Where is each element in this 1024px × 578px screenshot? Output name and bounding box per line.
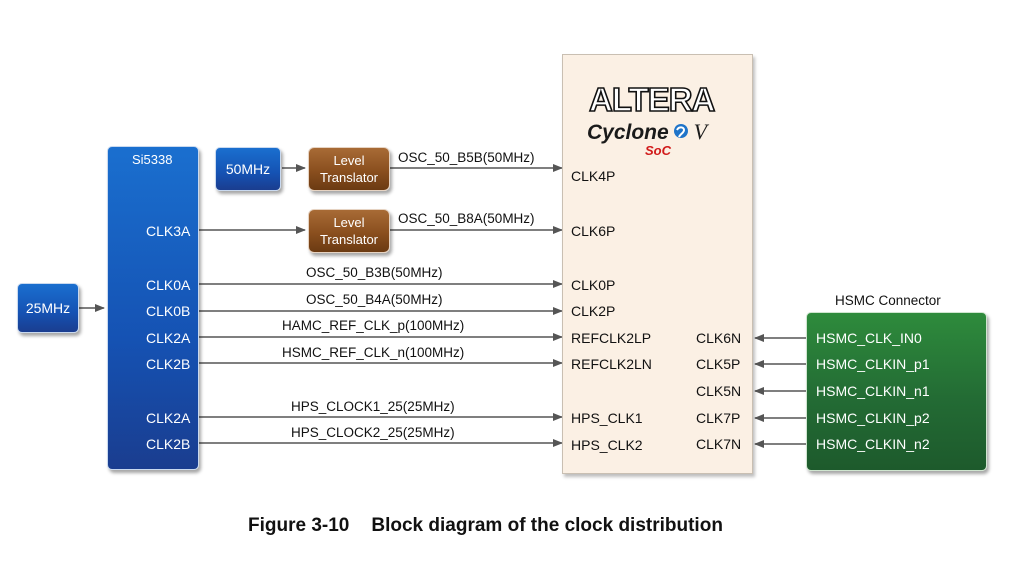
- fpga-pin: CLK6N: [696, 330, 742, 346]
- fpga-pin: REFCLK2LN: [571, 356, 652, 372]
- osc-25mhz-box: 25MHz: [17, 283, 79, 333]
- level-translator-1-line2: Translator: [319, 170, 379, 185]
- si5338-output: CLK2A: [146, 410, 191, 426]
- fpga-pin: CLK5P: [696, 356, 741, 372]
- fpga-pin: REFCLK2LP: [571, 330, 652, 346]
- hsmc-pin: HSMC_CLKIN_p2: [816, 410, 930, 426]
- altera-logo-text: ALTERA: [588, 80, 716, 119]
- soc-logo-text: SoC: [645, 143, 671, 158]
- cyclone-logo: Cyclone V: [587, 119, 737, 145]
- hsmc-pin: HSMC_CLK_IN0: [816, 330, 922, 346]
- level-translator-1: Level Translator: [308, 147, 390, 191]
- si5338-output: CLK3A: [146, 223, 191, 239]
- figure-number: Figure 3-10: [248, 515, 350, 536]
- signal-label: OSC_50_B8A(50MHz): [398, 211, 535, 226]
- fpga-pin: HPS_CLK2: [571, 437, 643, 453]
- si5338-output: CLK0A: [146, 277, 191, 293]
- fpga-block: ALTERA Cyclone V SoC CLK4P CLK6P CLK0P C…: [562, 54, 753, 474]
- signal-label: OSC_50_B3B(50MHz): [306, 265, 443, 280]
- osc-50mhz-label: 50MHz: [225, 161, 271, 177]
- cyclone-swirl-icon: [674, 124, 689, 138]
- figure-title: Block diagram of the clock distribution: [371, 515, 723, 536]
- fpga-pin: CLK4P: [571, 168, 616, 184]
- hsmc-pin: HSMC_CLKIN_n1: [816, 383, 930, 399]
- level-translator-2-line1: Level: [333, 215, 365, 230]
- si5338-output: CLK2B: [146, 356, 191, 372]
- osc-25mhz-label: 25MHz: [25, 300, 71, 316]
- si5338-box: Si5338 CLK3A CLK0A CLK0B CLK2A CLK2B CLK…: [107, 146, 199, 470]
- hsmc-pin: HSMC_CLKIN_p1: [816, 356, 930, 372]
- signal-label: OSC_50_B4A(50MHz): [306, 292, 443, 307]
- signal-label: HPS_CLOCK1_25(25MHz): [291, 399, 455, 414]
- fpga-pin: CLK6P: [571, 223, 616, 239]
- cyclone-logo-text: Cyclone: [587, 121, 669, 144]
- fpga-pin: CLK7N: [696, 436, 742, 452]
- fpga-pin: HPS_CLK1: [571, 410, 643, 426]
- signal-label: HPS_CLOCK2_25(25MHz): [291, 425, 455, 440]
- fpga-pin: CLK0P: [571, 277, 616, 293]
- hsmc-title: HSMC Connector: [835, 293, 941, 308]
- signal-label: HSMC_REF_CLK_n(100MHz): [282, 345, 465, 360]
- level-translator-2: Level Translator: [308, 209, 390, 253]
- fpga-pin: CLK7P: [696, 410, 741, 426]
- altera-logo: ALTERA: [588, 80, 729, 119]
- level-translator-2-line2: Translator: [319, 232, 379, 247]
- figure-caption: Figure 3-10 Block diagram of the clock di…: [248, 515, 723, 537]
- si5338-output: CLK2A: [146, 330, 191, 346]
- si5338-title: Si5338: [132, 152, 173, 167]
- hsmc-connector-box: HSMC_CLK_IN0 HSMC_CLKIN_p1 HSMC_CLKIN_n1…: [806, 312, 987, 471]
- signal-label: OSC_50_B5B(50MHz): [398, 150, 535, 165]
- hsmc-pin: HSMC_CLKIN_n2: [816, 436, 930, 452]
- level-translator-1-line1: Level: [333, 153, 365, 168]
- cyclone-version: V: [693, 119, 708, 144]
- si5338-output: CLK2B: [146, 436, 191, 452]
- fpga-pin: CLK2P: [571, 303, 616, 319]
- osc-50mhz-box: 50MHz: [215, 147, 281, 191]
- signal-label: HAMC_REF_CLK_p(100MHz): [282, 318, 465, 333]
- fpga-pin: CLK5N: [696, 383, 742, 399]
- si5338-output: CLK0B: [146, 303, 191, 319]
